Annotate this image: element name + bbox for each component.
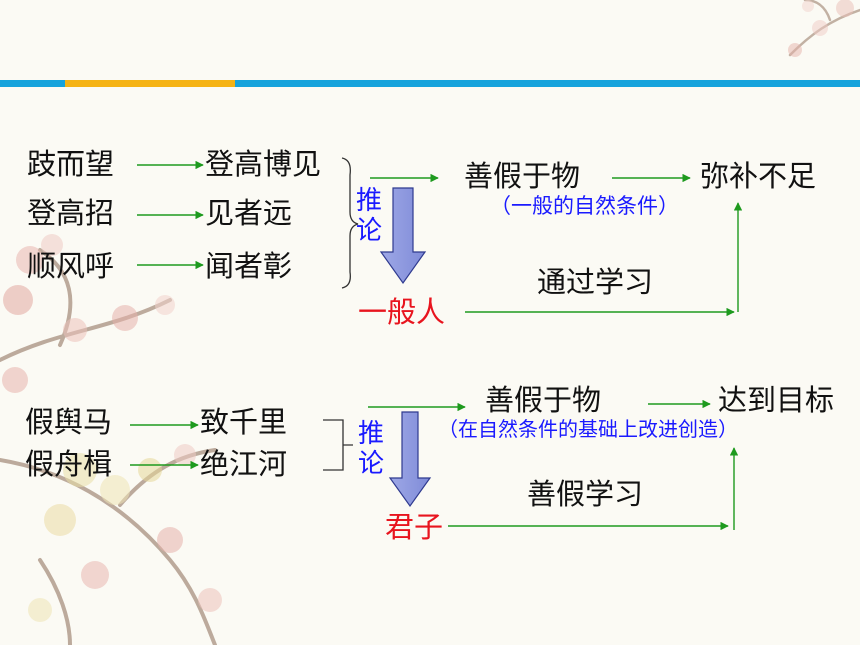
top-infer-label: 推论 <box>356 186 383 246</box>
bottom-row2-left: 假舟楫 <box>25 447 113 481</box>
bottom-path-label: 善假学习 <box>527 477 644 511</box>
bracket-bottom <box>323 419 353 471</box>
down-arrow-top <box>379 187 427 285</box>
bottom-result: 善假于物 <box>485 383 602 417</box>
top-row3-left: 顺风呼 <box>27 249 115 283</box>
bottom-subject: 君子 <box>385 510 444 544</box>
top-path-label: 通过学习 <box>537 265 654 299</box>
bottom-result-note: （在自然条件的基础上改进创造） <box>438 417 738 441</box>
top-goal: 弥补不足 <box>700 159 817 193</box>
top-row3-right: 闻者彰 <box>205 249 293 283</box>
bottom-infer-label: 推论 <box>358 419 385 479</box>
down-arrow-bottom <box>388 411 432 508</box>
top-result-note: （一般的自然条件） <box>490 194 679 218</box>
top-row1-right: 登高博见 <box>205 147 322 181</box>
bottom-row1-left: 假舆马 <box>25 405 113 439</box>
top-row2-left: 登高招 <box>27 196 115 230</box>
bottom-row1-right: 致千里 <box>200 405 288 439</box>
top-row1-left: 跂而望 <box>27 147 115 181</box>
bottom-row2-right: 绝江河 <box>200 447 288 481</box>
top-result: 善假于物 <box>464 159 581 193</box>
top-subject: 一般人 <box>358 295 446 329</box>
header-bar <box>0 80 860 87</box>
top-row2-right: 见者远 <box>205 196 293 230</box>
brace-top <box>341 157 359 289</box>
bottom-goal: 达到目标 <box>718 383 835 417</box>
